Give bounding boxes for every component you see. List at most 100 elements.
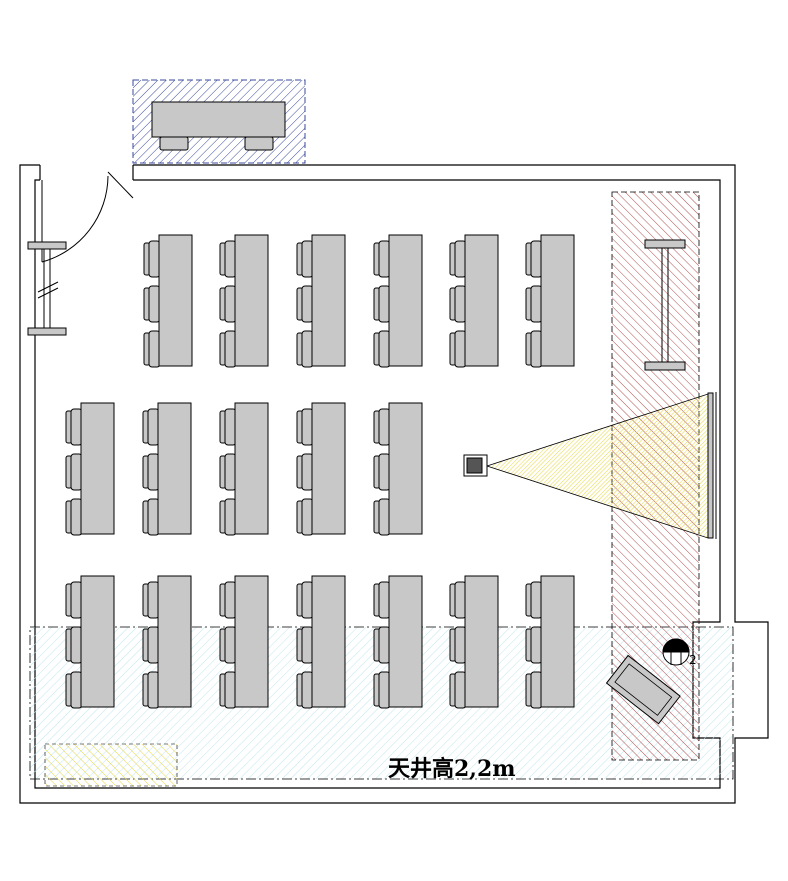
desk: [80, 575, 115, 708]
storage-zone: [44, 743, 178, 787]
chair: [148, 330, 161, 368]
chair: [147, 626, 160, 664]
chair: [301, 626, 314, 664]
chair: [454, 285, 467, 323]
desk-unit: [525, 575, 575, 709]
chair: [378, 285, 391, 323]
desk-rows: [65, 234, 575, 709]
chair: [378, 626, 391, 664]
chair: [224, 671, 237, 709]
screen-icon: [707, 392, 717, 539]
chair: [70, 498, 83, 536]
stand-icon: [644, 239, 686, 371]
chair: [301, 408, 314, 446]
desk-unit: [142, 575, 192, 709]
desk-unit: [296, 234, 346, 368]
chair: [224, 453, 237, 491]
chair: [301, 330, 314, 368]
desk-unit: [219, 234, 269, 368]
chair: [454, 671, 467, 709]
desk: [80, 402, 115, 535]
chair: [70, 453, 83, 491]
chair: [224, 626, 237, 664]
chair: [224, 285, 237, 323]
desk-unit: [449, 234, 499, 368]
chair: [301, 581, 314, 619]
desk-unit: [296, 402, 346, 536]
chair: [378, 671, 391, 709]
desk: [464, 575, 499, 708]
chair: [454, 330, 467, 368]
chair: [70, 408, 83, 446]
chair: [454, 581, 467, 619]
desk: [157, 402, 192, 535]
desk-unit: [65, 402, 115, 536]
chair: [378, 240, 391, 278]
ceiling-height-label: 天井高2,2m: [388, 756, 516, 782]
chair: [224, 330, 237, 368]
chair: [454, 626, 467, 664]
chair: [530, 285, 543, 323]
chair: [147, 408, 160, 446]
desk: [311, 575, 346, 708]
chair: [378, 453, 391, 491]
chair: [301, 671, 314, 709]
desk-unit: [373, 402, 423, 536]
chair: [224, 240, 237, 278]
chair: [147, 581, 160, 619]
chair: [224, 498, 237, 536]
chair: [224, 408, 237, 446]
chair: [301, 285, 314, 323]
desk-unit: [373, 234, 423, 368]
chair: [70, 581, 83, 619]
desk-unit: [65, 575, 115, 709]
desk: [540, 234, 575, 367]
window-icon: [27, 241, 67, 336]
tilted-table: [605, 654, 681, 725]
desk: [157, 575, 192, 708]
projector-icon: [463, 454, 488, 477]
desk: [311, 402, 346, 535]
chair: [378, 330, 391, 368]
desk-unit: [219, 575, 269, 709]
desk-unit: [142, 402, 192, 536]
desk: [311, 234, 346, 367]
projector-beam: [485, 393, 709, 539]
chair: [378, 581, 391, 619]
desk-unit: [296, 575, 346, 709]
desk-unit: [143, 234, 193, 368]
desk: [388, 402, 423, 535]
chair: [530, 240, 543, 278]
desk-unit: [373, 575, 423, 709]
chair: [378, 408, 391, 446]
desk: [158, 234, 193, 367]
chair: [148, 285, 161, 323]
chair: [147, 453, 160, 491]
desk-unit: [525, 234, 575, 368]
chair: [70, 671, 83, 709]
desk: [388, 234, 423, 367]
outlet-number: 2: [689, 653, 697, 667]
chair: [530, 671, 543, 709]
chair: [301, 498, 314, 536]
chair: [454, 240, 467, 278]
desk: [234, 575, 269, 708]
chair: [224, 581, 237, 619]
desk: [234, 234, 269, 367]
chair: [70, 626, 83, 664]
desk: [540, 575, 575, 708]
desk-unit: [219, 402, 269, 536]
desk: [234, 402, 269, 535]
desk-unit: [449, 575, 499, 709]
chair: [301, 240, 314, 278]
chair: [530, 626, 543, 664]
chair: [530, 330, 543, 368]
chair: [147, 671, 160, 709]
outlet-icon: [662, 638, 690, 666]
chair: [530, 581, 543, 619]
desk: [388, 575, 423, 708]
chair: [148, 240, 161, 278]
desk: [464, 234, 499, 367]
chair: [147, 498, 160, 536]
